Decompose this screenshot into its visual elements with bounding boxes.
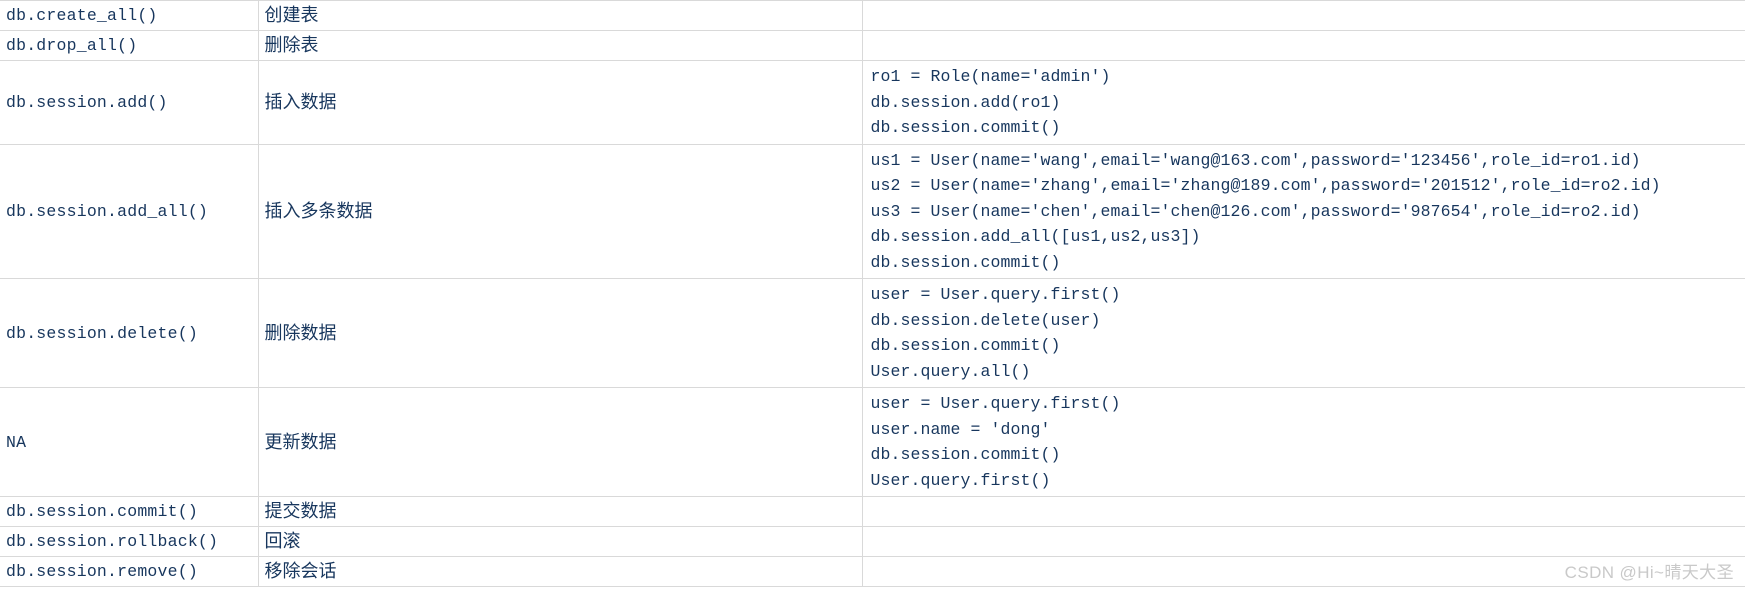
table-cell-api: db.create_all() [0,0,259,31]
code-block-empty [863,539,1745,545]
table-cell-api: db.drop_all() [0,30,259,61]
table-cell-code [862,0,1745,31]
table-cell-code [862,496,1745,527]
api-description: 提交数据 [264,501,337,521]
code-block: ro1 = Role(name='admin') db.session.add(… [863,61,1745,143]
api-description: 插入多条数据 [264,200,373,221]
table-cell-code [862,556,1745,587]
api-name: db.session.rollback() [6,532,219,551]
code-line: db.session.add(ro1) [870,92,1061,112]
code-block-empty [863,13,1745,19]
table-row: db.create_all() 创建表 [0,0,1745,31]
table-cell-code [862,30,1745,61]
code-line: us3 = User(name='chen',email='chen@126.c… [870,201,1641,221]
code-line: db.session.add_all([us1,us2,us3]) [870,227,1201,246]
code-line: user = User.query.first() [870,394,1121,413]
table-cell-code: us1 = User(name='wang',email='wang@163.c… [862,144,1745,279]
api-name: db.session.remove() [6,562,198,581]
code-block-empty [863,43,1745,49]
table-cell-api: db.session.add_all() [0,144,259,279]
api-description: 更新数据 [264,431,337,452]
code-block: user = User.query.first() user.name = 'd… [863,388,1745,496]
code-line: us1 = User(name='wang',email='wang@163.c… [870,150,1641,170]
code-block: user = User.query.first() db.session.del… [863,279,1745,387]
table-cell-api: db.session.remove() [0,556,259,587]
api-description: 删除数据 [264,322,337,343]
code-line: us2 = User(name='zhang',email='zhang@189… [870,176,1661,195]
api-name: db.session.add_all() [6,201,209,221]
table-row: db.session.add() 插入数据 ro1 = Role(name='a… [0,60,1745,145]
table-cell-description: 提交数据 [258,496,863,527]
table-row: db.session.rollback() 回滚 [0,526,1745,557]
code-line: db.session.commit() [870,445,1061,464]
api-name: db.session.delete() [6,323,198,343]
api-description: 插入数据 [264,91,337,112]
table-cell-code [862,526,1745,557]
api-description: 移除会话 [264,561,337,581]
api-name: NA [6,432,27,452]
table-cell-description: 插入多条数据 [258,144,863,279]
table-cell-code: user = User.query.first() db.session.del… [862,278,1745,388]
api-description: 删除表 [264,35,319,55]
code-line: db.session.commit() [870,118,1061,137]
code-line: User.query.first() [870,470,1051,490]
api-name: db.session.commit() [6,502,198,521]
code-line: ro1 = Role(name='admin') [870,67,1111,86]
table-row: db.session.add_all() 插入多条数据 us1 = User(n… [0,144,1745,279]
table-cell-api: db.session.rollback() [0,526,259,557]
code-line: db.session.delete(user) [870,310,1101,330]
table-cell-description: 回滚 [258,526,863,557]
table-cell-api: db.session.commit() [0,496,259,527]
table-cell-description: 创建表 [258,0,863,31]
api-name: db.session.add() [6,92,168,112]
code-line: db.session.commit() [870,336,1061,355]
table-cell-description: 插入数据 [258,60,863,145]
table-row: NA 更新数据 user = User.query.first() user.n… [0,387,1745,497]
api-description: 回滚 [264,531,301,551]
table-cell-description: 移除会话 [258,556,863,587]
code-block-empty [863,509,1745,515]
code-line: User.query.all() [870,361,1031,381]
table-cell-api: NA [0,387,259,497]
code-block-empty [863,569,1745,575]
table-cell-code: ro1 = Role(name='admin') db.session.add(… [862,60,1745,145]
api-name: db.drop_all() [6,36,138,55]
table-row: db.drop_all() 删除表 [0,30,1745,61]
table-cell-code: user = User.query.first() user.name = 'd… [862,387,1745,497]
table-row: db.session.remove() 移除会话 [0,556,1745,587]
code-line: db.session.commit() [870,252,1061,272]
table-cell-api: db.session.add() [0,60,259,145]
code-block: us1 = User(name='wang',email='wang@163.c… [863,145,1745,278]
api-name: db.create_all() [6,6,158,25]
table-row: db.session.delete() 删除数据 user = User.que… [0,278,1745,388]
code-line: user = User.query.first() [870,285,1121,304]
api-description: 创建表 [264,5,319,25]
table-cell-api: db.session.delete() [0,278,259,388]
table-row: db.session.commit() 提交数据 [0,496,1745,527]
table-cell-description: 删除表 [258,30,863,61]
table-cell-description: 删除数据 [258,278,863,388]
code-line: user.name = 'dong' [870,419,1051,439]
table-cell-description: 更新数据 [258,387,863,497]
